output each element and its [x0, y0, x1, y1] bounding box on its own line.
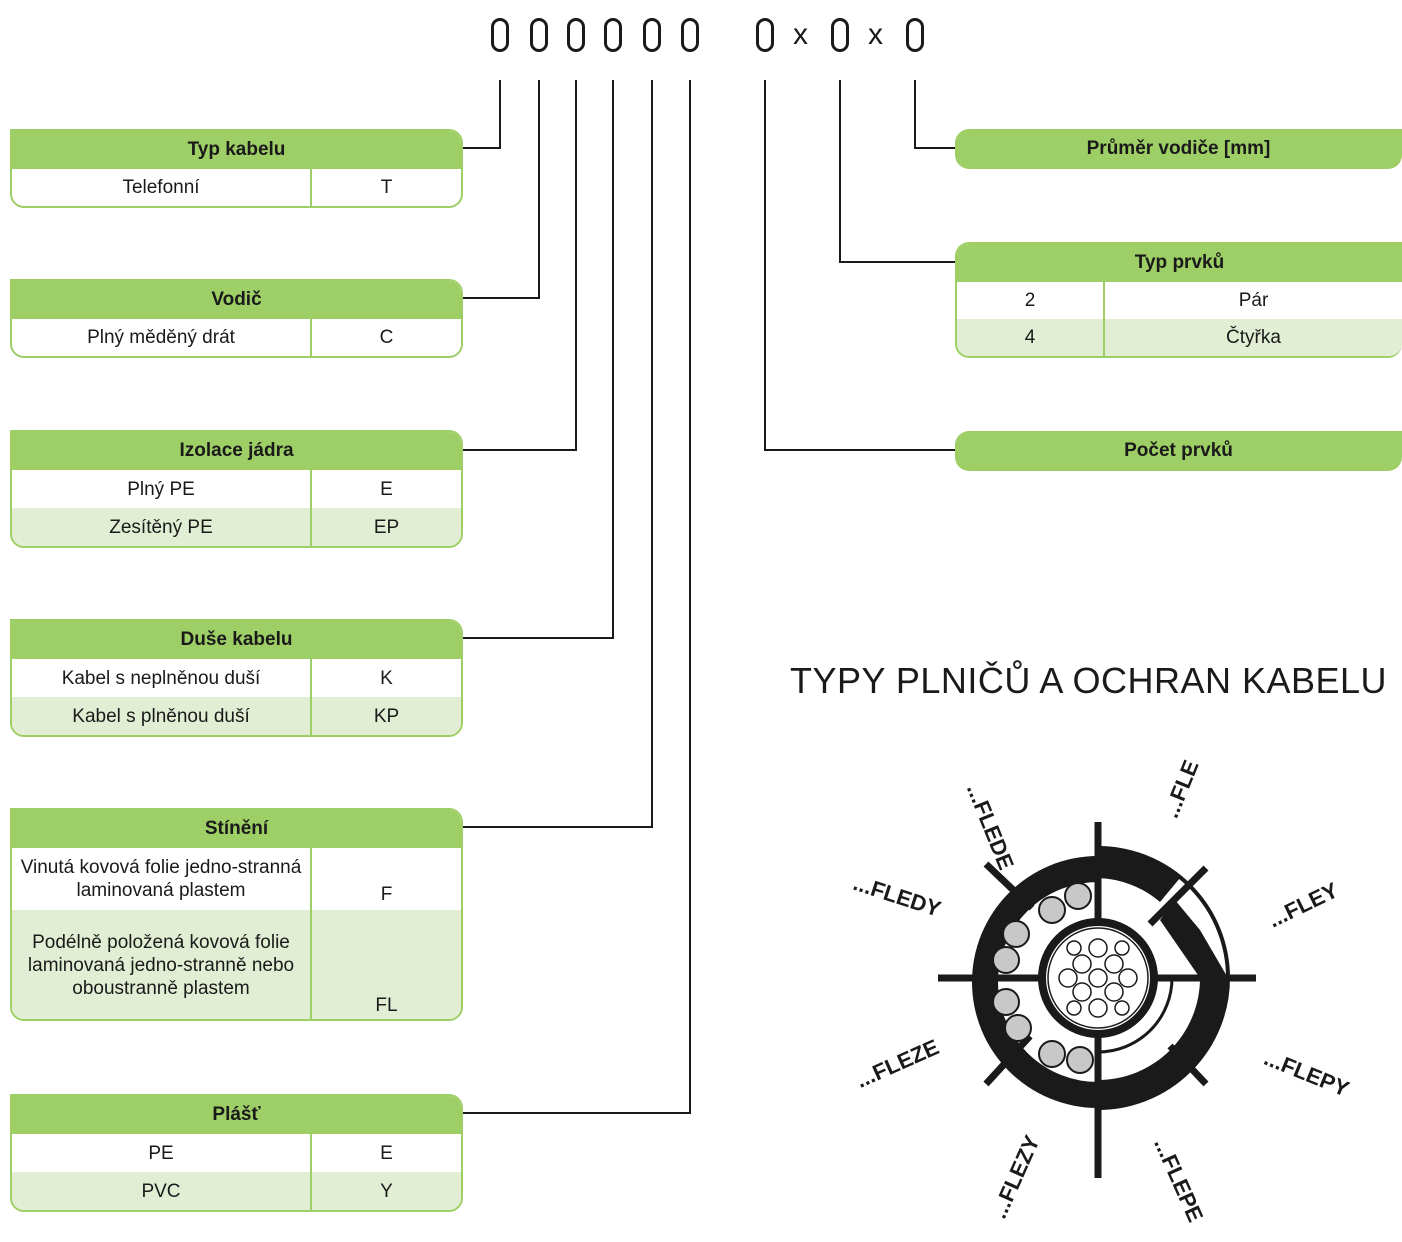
row-code: F — [380, 884, 393, 905]
box-cable-type: Typ kabelu Telefonní T — [10, 129, 463, 208]
code-slot — [831, 18, 849, 52]
row-label: Plný měděný drát — [12, 319, 312, 356]
row-code: T — [380, 177, 393, 198]
table-row: Plný PE E — [12, 470, 461, 508]
box-element-type: Typ prvků 2 Pár 4 Čtyřka — [955, 242, 1402, 358]
box-title: Vodič — [12, 281, 461, 319]
row-label: PVC — [12, 1172, 312, 1210]
row-code: 4 — [957, 319, 1105, 356]
table-row: 4 Čtyřka — [957, 319, 1402, 356]
row-code: C — [379, 327, 394, 348]
table-row: Kabel s plněnou duší KP — [12, 697, 461, 735]
row-code: FL — [375, 995, 398, 1016]
code-separator: x — [868, 18, 883, 51]
row-code: EP — [373, 516, 400, 538]
table-row: Plný měděný drát C — [12, 319, 461, 356]
row-code: Y — [380, 1180, 393, 1202]
box-conductor: Vodič Plný měděný drát C — [10, 279, 463, 358]
cable-cross-section: ...FLEDE ...FLE ...FLEDY ...FLEY ...FLEZ… — [780, 720, 1402, 1237]
row-code: KP — [373, 705, 400, 727]
box-core-insulation: Izolace jádra Plný PE E Zesítěný PE EP — [10, 430, 463, 548]
row-label: Plný PE — [12, 470, 312, 508]
row-code: 2 — [957, 282, 1105, 319]
table-row: Telefonní T — [12, 169, 461, 206]
row-label: Zesítěný PE — [12, 508, 312, 546]
box-title: Typ prvků — [957, 244, 1402, 282]
row-label: Vinutá kovová folie jedno-stranná lamino… — [12, 848, 312, 910]
row-label: Čtyřka — [1226, 327, 1281, 348]
row-label: Kabel s neplněnou duší — [12, 659, 312, 697]
row-code: E — [380, 478, 393, 500]
code-slot — [567, 18, 585, 52]
row-label: PE — [12, 1134, 312, 1172]
code-slot — [681, 18, 699, 52]
row-label: Podélně položená kovová folie laminovaná… — [12, 910, 312, 1019]
table-row: PVC Y — [12, 1172, 461, 1210]
row-label: Kabel s plněnou duší — [12, 697, 312, 735]
table-row: 2 Pár — [957, 282, 1402, 319]
row-code: E — [380, 1142, 393, 1164]
code-slot — [643, 18, 661, 52]
table-row: PE E — [12, 1134, 461, 1172]
cable-illustration — [938, 822, 1256, 1178]
code-separator: x — [793, 18, 808, 51]
box-sheath: Plášť PE E PVC Y — [10, 1094, 463, 1212]
box-title: Izolace jádra — [12, 432, 461, 470]
table-row: Kabel s neplněnou duší K — [12, 659, 461, 697]
row-label: Pár — [1238, 290, 1269, 311]
table-row: Zesítěný PE EP — [12, 508, 461, 546]
box-conductor-diameter: Průměr vodiče [mm] — [955, 129, 1402, 169]
box-title: Plášť — [12, 1096, 461, 1134]
code-slot — [530, 18, 548, 52]
code-slot — [491, 18, 509, 52]
section-title: TYPY PLNIČŮ A OCHRAN KABELU — [790, 660, 1388, 701]
table-row: Vinutá kovová folie jedno-stranná lamino… — [12, 848, 461, 910]
box-cable-core: Duše kabelu Kabel s neplněnou duší K Kab… — [10, 619, 463, 737]
box-title: Stínění — [12, 810, 461, 848]
code-slot — [756, 18, 774, 52]
code-slot — [906, 18, 924, 52]
box-element-count: Počet prvků — [955, 431, 1402, 471]
box-title: Duše kabelu — [12, 621, 461, 659]
box-shielding: Stínění Vinutá kovová folie jedno-strann… — [10, 808, 463, 1021]
row-label: Telefonní — [12, 169, 312, 206]
code-slot — [604, 18, 622, 52]
row-code: K — [380, 667, 393, 689]
box-title: Typ kabelu — [12, 131, 461, 169]
table-row: Podélně položená kovová folie laminovaná… — [12, 910, 461, 1019]
